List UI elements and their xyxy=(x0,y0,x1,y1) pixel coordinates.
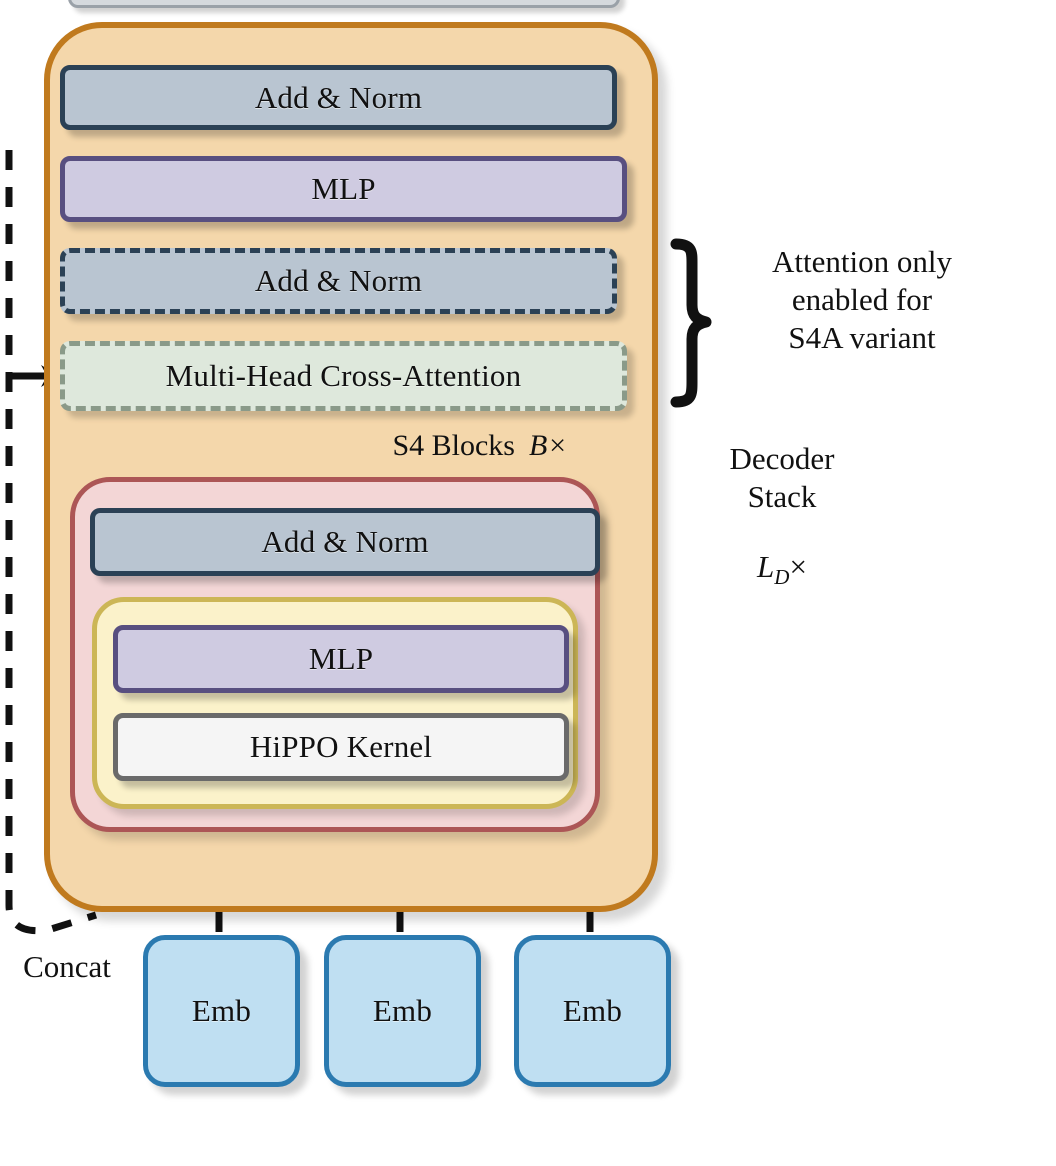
concat-label: Concat xyxy=(23,949,111,984)
embedding-box-2[interactable]: Emb xyxy=(324,935,481,1087)
attention-note-line-3: S4A variant xyxy=(788,319,936,355)
embedding-box-3[interactable]: Emb xyxy=(514,935,671,1087)
s4-blocks-text: S4 Blocks xyxy=(392,429,515,462)
multi-head-cross-attention-block[interactable]: Multi-Head Cross-Attention xyxy=(60,341,627,411)
decoder-stack-line-1: Decoder xyxy=(729,441,835,476)
attention-note-line-2: enabled for xyxy=(791,281,933,317)
repeat-suffix: × xyxy=(789,549,807,584)
repeat-base: L xyxy=(757,549,775,584)
add-norm-block-outer-top[interactable]: Add & Norm xyxy=(60,65,617,130)
mlp-block-inner[interactable]: MLP xyxy=(113,625,569,693)
decoder-stack-line-2: Stack xyxy=(747,478,817,514)
embedding-box-1[interactable]: Emb xyxy=(143,935,300,1087)
hippo-kernel-block[interactable]: HiPPO Kernel xyxy=(113,713,569,781)
decoder-stack-repeat-label: LD× xyxy=(672,548,892,591)
add-norm-block-inner[interactable]: Add & Norm xyxy=(90,508,600,576)
attention-note-line-1: Attention only xyxy=(772,244,952,279)
s4-blocks-label: S4 Blocks B× xyxy=(330,428,630,465)
decoder-stack-label: Decoder Stack xyxy=(672,440,892,516)
add-norm-block-outer-dashed[interactable]: Add & Norm xyxy=(60,248,617,314)
mlp-block-outer[interactable]: MLP xyxy=(60,156,627,222)
s4-blocks-repeat: B× xyxy=(528,429,568,462)
clipped-top-block xyxy=(68,0,620,8)
repeat-subscript: D xyxy=(774,565,790,590)
attention-note-label: Attention only enabled for S4A variant xyxy=(712,243,1012,356)
attention-brace xyxy=(670,238,712,408)
